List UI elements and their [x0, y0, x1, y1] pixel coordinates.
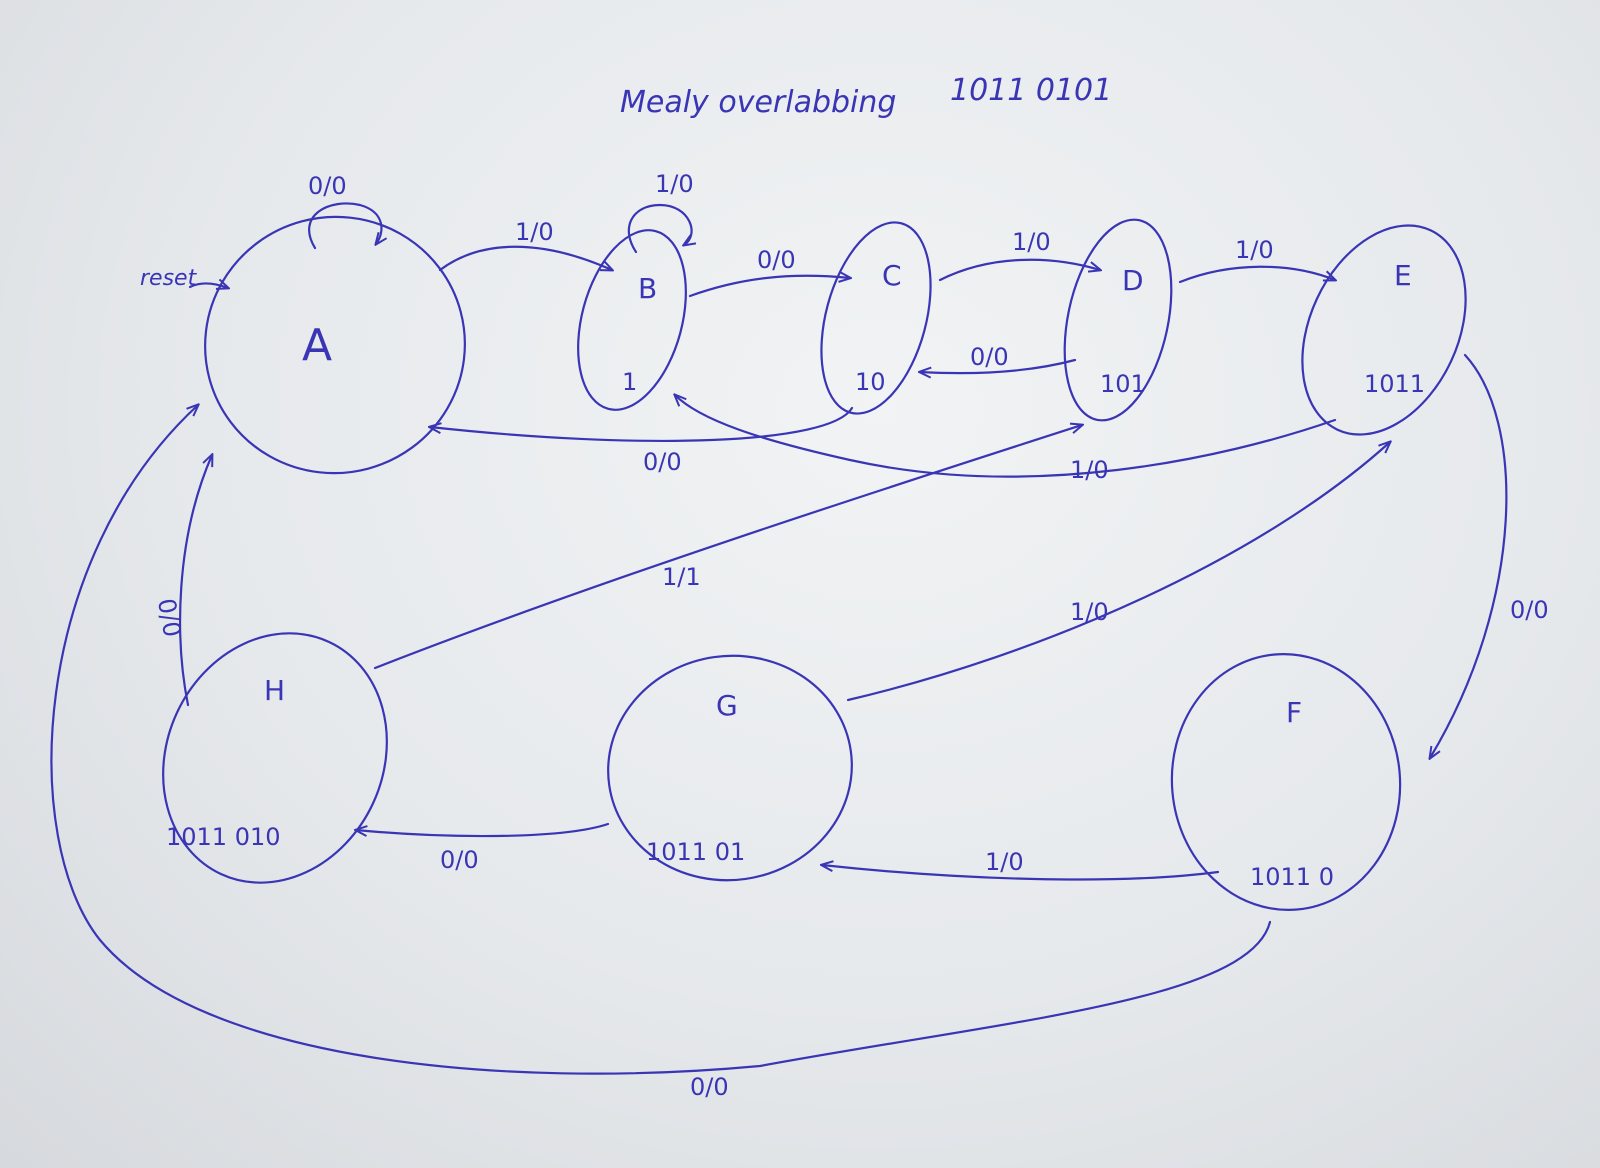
state-b-label: B [638, 272, 657, 305]
state-a: A [204, 215, 466, 475]
edge-b-c-label: 0/0 [757, 246, 796, 274]
state-f: F 1011 0 [1170, 653, 1402, 911]
edge-c-d: 1/0 [938, 228, 1100, 282]
edge-e-b: 1/0 [675, 395, 1337, 484]
edge-c-a-label: 0/0 [643, 448, 682, 476]
edge-c-d-label: 1/0 [1012, 228, 1051, 256]
state-h: H 1011 010 [162, 632, 388, 884]
state-g: G 1011 01 [607, 654, 853, 882]
edge-a-b: 1/0 [438, 218, 612, 270]
edge-g-e: 1/0 [846, 442, 1390, 702]
title-right: 1011 0101 [950, 73, 1112, 108]
state-e-seq: 1011 [1364, 370, 1425, 398]
edge-h-d: 1/1 [373, 425, 1082, 670]
state-f-label: F [1286, 696, 1302, 729]
state-b-seq: 1 [622, 368, 637, 396]
edge-f-g-label: 1/0 [985, 848, 1024, 876]
state-a-label: A [302, 320, 332, 371]
edge-g-e-label: 1/0 [1070, 598, 1109, 626]
edge-d-e-label: 1/0 [1235, 236, 1274, 264]
edge-b-b-label: 1/0 [655, 170, 694, 198]
state-e-label: E [1394, 259, 1412, 292]
edge-c-a: 0/0 [430, 406, 854, 476]
reset-label: reset [140, 266, 198, 291]
edge-e-f-label: 0/0 [1510, 596, 1549, 624]
state-e: E 1011 [1301, 224, 1467, 436]
edge-d-c-label: 0/0 [970, 343, 1009, 371]
state-d: D 101 [1063, 218, 1173, 422]
state-c-label: C [882, 259, 902, 292]
reset-arrow [188, 283, 228, 288]
edge-g-h-label: 0/0 [440, 846, 479, 874]
edge-h-d-label: 1/1 [662, 563, 701, 591]
state-d-label: D [1122, 264, 1144, 297]
edge-e-f: 0/0 [1430, 353, 1549, 758]
state-g-label: G [716, 689, 738, 722]
edge-g-h: 0/0 [356, 822, 610, 874]
state-c-seq: 10 [855, 368, 886, 396]
edge-f-a: 0/0 [50, 405, 1272, 1101]
edge-e-b-label: 1/0 [1070, 456, 1109, 484]
edge-a-a: 0/0 [308, 172, 381, 250]
state-f-seq: 1011 0 [1250, 863, 1334, 891]
state-g-seq: 1011 01 [646, 838, 745, 866]
state-b: B 1 [577, 229, 687, 411]
edge-a-a-label: 0/0 [308, 172, 347, 200]
edge-d-e: 1/0 [1178, 236, 1335, 284]
state-h-seq: 1011 010 [166, 823, 281, 851]
state-h-label: H [264, 674, 285, 707]
edge-f-a-label: 0/0 [690, 1073, 729, 1101]
edge-h-a-label: 0/0 [152, 596, 186, 639]
edge-b-b: 1/0 [627, 170, 694, 254]
title-left: Mealy overlabbing [620, 85, 896, 120]
edge-a-b-label: 1/0 [515, 218, 554, 246]
edge-h-a: 0/0 [152, 455, 212, 707]
state-c: C 10 [820, 221, 932, 415]
edge-b-c: 0/0 [688, 246, 850, 298]
edge-f-g: 1/0 [822, 848, 1220, 881]
edge-d-c: 0/0 [920, 343, 1077, 373]
state-d-seq: 101 [1100, 370, 1146, 398]
